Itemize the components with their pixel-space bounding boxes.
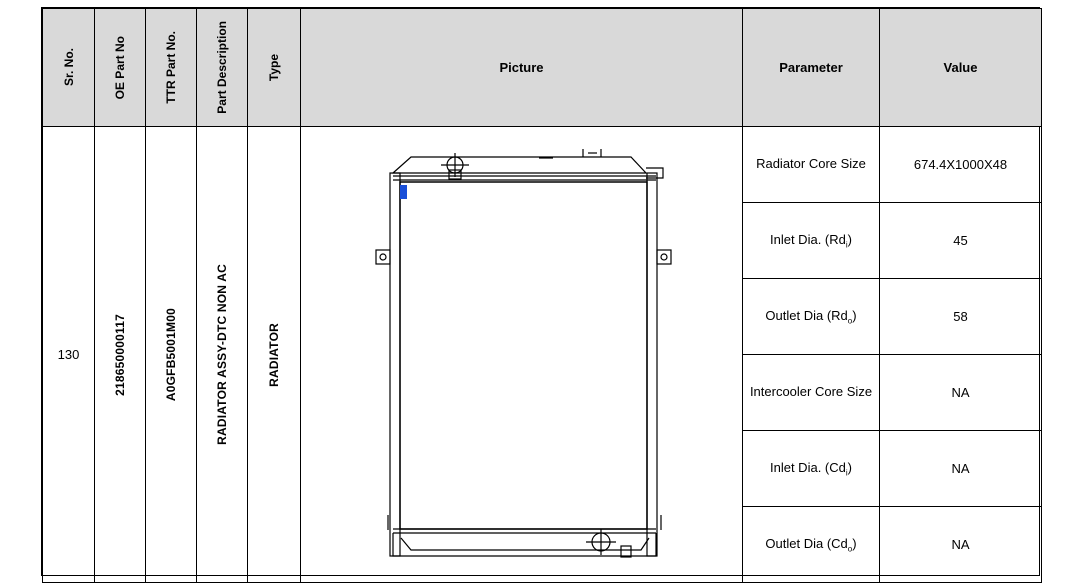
parameter-cell: Intercooler Core Size [742,354,880,431]
table-row: Inlet Dia. (Rdi) 45 [43,202,1042,279]
parameter-cell: Outlet Dia (Cdo) [742,506,880,583]
header-sr-no: Sr. No. [42,8,95,127]
header-part-description: Part Description [196,8,248,127]
picture-cell [300,126,743,583]
parameter-cell: Outlet Dia (Rdo) [742,278,880,355]
header-parameter: Parameter [742,8,880,127]
ttr-part-no-cell: A0GFB5001M00 [145,126,197,583]
parameter-cell: Inlet Dia. (Rdi) [742,202,880,279]
header-ttr-part-no: TTR Part No. [145,8,197,127]
value-cell: NA [879,506,1042,583]
value-cell: 58 [879,278,1042,355]
header-type: Type [247,8,301,127]
table-row: Outlet Dia (Rdo) 58 [43,278,1042,355]
table-row: Inlet Dia. (Cdi) NA [43,430,1042,507]
parameter-cell: Inlet Dia. (Cdi) [742,430,880,507]
oe-part-no-cell: 218650000117 [94,126,146,583]
header-picture: Picture [300,8,743,127]
value-cell: 674.4X1000X48 [879,126,1042,203]
radiator-drawing-icon [375,148,672,558]
value-cell: 45 [879,202,1042,279]
value-cell: NA [879,354,1042,431]
part-description-cell: RADIATOR ASSY-DTC NON AC [196,126,248,583]
table-row: 130 218650000117 A0GFB5001M00 RADIATOR A… [42,126,1042,583]
table-row: Outlet Dia (Cdo) NA [43,506,1042,583]
value-cell: NA [879,430,1042,507]
spec-sheet: Sr. No. OE Part No TTR Part No. Part Des… [41,7,1042,583]
header-oe-part-no: OE Part No [94,8,146,127]
header-value: Value [879,8,1042,127]
header-row: Sr. No. OE Part No TTR Part No. Part Des… [42,8,1042,127]
type-cell: RADIATOR [247,126,301,583]
spec-table: Sr. No. OE Part No TTR Part No. Part Des… [42,8,1042,583]
table-row: Intercooler Core Size NA [43,354,1042,431]
sr-no-cell: 130 [42,126,95,583]
parameter-cell: Radiator Core Size [742,126,880,203]
